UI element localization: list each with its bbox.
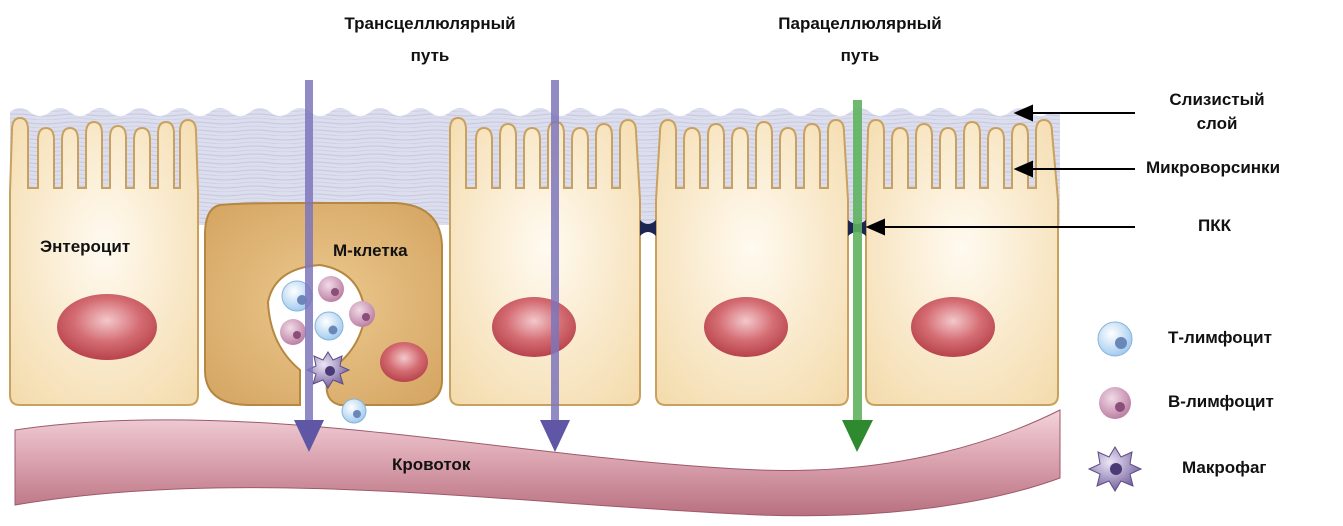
nucleus [704,297,788,357]
blood-vessel [15,410,1060,516]
bloodstream-label: Кровоток [392,455,470,475]
paracellular-title-line1: Парацеллюлярный [730,14,990,34]
nucleus [492,297,576,357]
paracellular-path-title: Парацеллюлярный путь [730,14,990,66]
legend-label-b-lymphocyte: В-лимфоцит [1168,392,1274,412]
legend-label-macrophage: Макрофаг [1182,458,1267,478]
t-lymphocyte-icon [1098,322,1132,356]
nucleus [380,342,428,382]
mucus-label-line2: слой [1150,114,1284,134]
b-lymphocyte [318,276,344,302]
enterocyte-label: Энтероцит [40,237,130,257]
transcellular-title-line2: путь [300,46,560,66]
macrophage-icon [1089,447,1141,491]
mucus-layer-label: Слизистый слой [1150,90,1284,134]
nucleus [911,297,995,357]
macrophage [307,352,349,388]
paracellular-title-line2: путь [730,46,990,66]
t-lymphocyte [315,312,343,340]
m-cell-label: М-клетка [333,241,408,261]
transcellular-title-line1: Трансцеллюлярный [300,14,560,34]
b-lymphocyte [280,319,306,345]
t-lymphocyte [342,399,366,423]
b-lymphocyte-icon [1099,387,1131,419]
mucus-label-line1: Слизистый [1150,90,1284,110]
microvilli-label: Микроворсинки [1146,158,1280,178]
legend-label-t-lymphocyte: Т-лимфоцит [1168,328,1272,348]
transcellular-path-title: Трансцеллюлярный путь [300,14,560,66]
nucleus [57,294,157,360]
tight-junction-label: ПКК [1198,216,1231,236]
b-lymphocyte [349,301,375,327]
